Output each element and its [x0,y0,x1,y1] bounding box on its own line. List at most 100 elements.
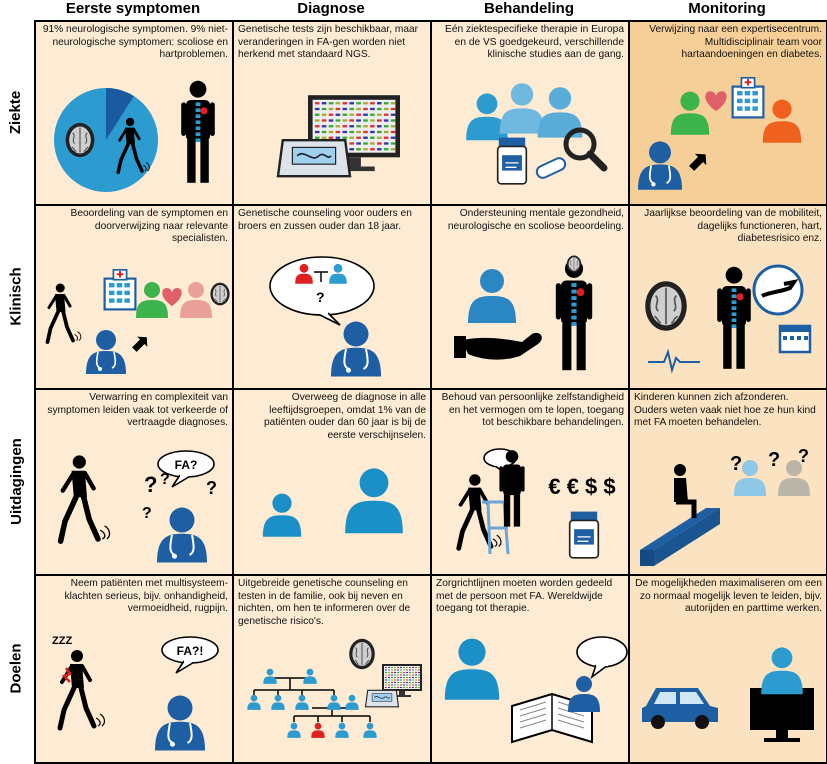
sitting-child-icon [674,464,697,518]
counselor-icon [331,321,381,377]
parent-icon [778,460,810,496]
question-mark-icon: ? [142,505,152,522]
parent-icon [329,263,347,284]
supporting-hand-icon [454,332,542,360]
cell-illustration [645,264,812,374]
brain-icon [210,282,230,306]
cell-text: Ondersteuning mentale gezondheid, neurol… [447,208,624,232]
cell-illustration [454,255,593,371]
doctor-icon [157,507,207,563]
cell-text: Zorgrichtlijnen moeten worden gedeeld me… [436,578,613,614]
referral-arrow-icon [689,153,707,171]
cell-text: Verwijzing naar een expertisecentrum. Mu… [649,24,822,60]
cell-text: Uitgebreide genetische counseling en tes… [238,578,411,627]
hospital-icon [731,76,765,119]
speech-bubble [157,450,215,488]
money-symbols-icon: € € $ $ [548,474,615,499]
pie-slice-non-neurological [106,88,134,140]
cell-illustration [247,638,422,738]
patient-icon [468,269,516,323]
row-header-disease: Ziekte [0,20,32,204]
family-member-icon [271,694,285,710]
family-member-icon [363,722,377,738]
brain-icon [566,255,582,273]
work-monitor-icon [750,688,814,742]
row-header-label: Ziekte [7,90,25,134]
speech-bubble [576,636,628,680]
family-line [314,271,328,282]
cell-goals-monitoring: De mogelijkheden maximaliseren om een zo… [628,574,827,764]
cell-text: Overweeg de diagnose in alle leeftijdsgr… [264,392,426,441]
pill-icon [535,157,567,179]
family-member-icon [247,694,261,710]
row-header-label: Uitdagingen [7,437,25,525]
row-header-clinical: Klinisch [0,204,32,388]
question-mark-icon: ? [798,446,809,466]
cell-text: Genetische counseling voor ouders en bro… [238,208,412,232]
heart-icon [162,288,182,306]
standing-person-icon [499,450,525,527]
cell-illustration: FA????? [57,450,217,563]
question-mark-icon: ? [160,471,170,488]
mri-brain-icon [645,281,687,331]
young-patient-icon [262,493,302,537]
question-mark-icon: ? [730,453,742,475]
calendar-icon [778,324,812,354]
cell-illustration [262,468,403,537]
cell-disease-diagnosis: Genetische tests zijn beschikbaar, maar … [232,20,432,206]
speech-bubble [269,256,375,326]
cell-challenges-diagnosis: Overweeg de diagnose in alle leeftijdsgr… [232,388,432,576]
cell-illustration [45,268,230,374]
column-header-treatment: Behandeling [483,0,574,17]
cell-text: Beoordeling van de symptomen en doorverw… [70,208,228,244]
back-pain-icon [61,667,72,683]
heart-icon [705,91,727,111]
specialist-icon [136,282,168,318]
isolation-wall-icon [640,508,720,566]
cell-illustration [466,83,608,185]
cell-disease-symptoms: 91% neurologische symptomen. 9% niet-neu… [34,20,234,206]
care-circle-icon [752,264,804,316]
family-member-icon [287,722,301,738]
family-member-icon [327,694,341,710]
specialist-icon [180,282,212,318]
cell-clinical-diagnosis: ? Genetische counseling voor ouders en br… [232,204,432,390]
cell-text: Behoud van persoonlijke zelfstandigheid … [441,392,624,428]
row-header-goals: Doelen [0,574,32,762]
family-member-icon [335,722,349,738]
cell-challenges-symptoms: FA?????Verwarring en complexiteit van sy… [34,388,234,576]
cell-illustration [638,76,802,190]
scoliosis-person-icon [181,80,215,183]
column-header-symptoms: Eerste symptomen [65,0,201,17]
doctor-icon [155,695,205,751]
brain-icon [349,638,375,670]
cell-challenges-treatment: € € $ $ Behoud van persoonlijke zelfstand… [430,388,630,576]
patient-icon [466,93,508,141]
cell-illustration: ? [269,256,381,377]
cell-illustration [276,95,400,178]
patient-icon [444,638,500,700]
row-header-label: Doelen [7,642,25,694]
specialist-icon [762,99,802,143]
walking-person-icon [116,117,150,175]
tired-walking-person-icon [57,650,106,731]
walking-person-icon [456,474,502,551]
medicine-bottle-icon [496,137,528,185]
parent-icon [734,460,766,496]
medicine-bottle-icon [568,511,600,559]
question-mark-icon: ? [206,478,217,498]
cell-challenges-monitoring: ???Kinderen kunnen zich afzonderen. Oude… [628,388,827,576]
patient-icon [568,676,600,712]
cell-text: Neem patiënten met multisysteem-klachten… [64,578,228,614]
walking-person-icon [45,283,82,344]
doctor-icon [86,330,126,374]
row-header-label: Klinisch [7,266,25,326]
cell-text: Kinderen kunnen zich afzonderen. Ouders … [634,392,816,428]
walking-person-icon [57,455,111,544]
family-member-icon [345,694,359,710]
cell-clinical-treatment: Ondersteuning mentale gezondheid, neurol… [430,204,630,390]
patient-icon [717,266,751,369]
